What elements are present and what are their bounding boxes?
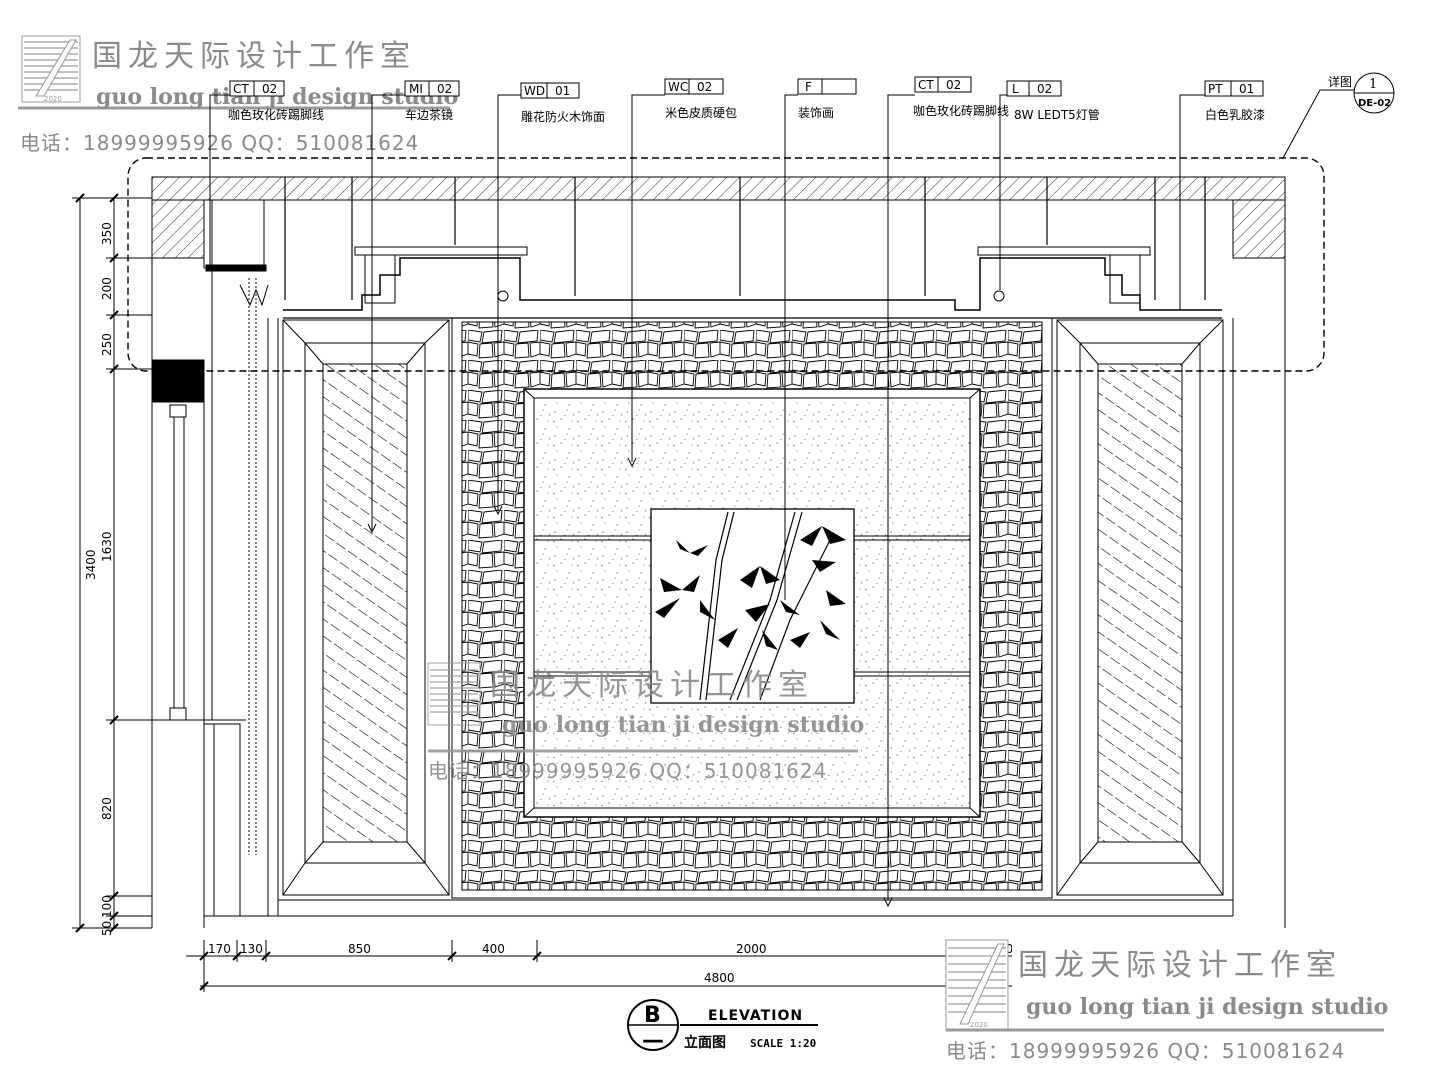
title-chinese: 立面图	[684, 1034, 726, 1051]
svg-text:02: 02	[946, 78, 961, 92]
tag-label: 装饰画	[798, 106, 834, 120]
svg-text:130: 130	[240, 942, 263, 956]
title-block: B — ELEVATION 立面图 SCALE 1:20	[627, 999, 818, 1053]
svg-text:02: 02	[697, 80, 712, 94]
vertical-dimension-labels: 3400 350 200 250 1630 820 100 50	[84, 222, 114, 936]
feature-wall	[204, 258, 1286, 928]
dim-total-width: 4800	[704, 971, 735, 985]
watermark-br-chinese: 国龙天际设计工作室	[1018, 948, 1342, 983]
ceiling-section	[127, 157, 1325, 372]
detail-callout: 详图 1 DE-02	[1282, 72, 1395, 159]
tag-wd-01: WD 01 雕花防火木饰面	[520, 82, 605, 124]
left-mirror-panel	[282, 319, 450, 896]
watermark-center-english: guo long tian ji design studio	[502, 712, 864, 738]
svg-text:CT: CT	[918, 78, 934, 92]
svg-text:01: 01	[1239, 82, 1254, 96]
svg-text:850: 850	[348, 942, 371, 956]
watermark-chinese: 国龙天际设计工作室	[92, 39, 416, 74]
svg-text:CT: CT	[233, 82, 249, 96]
watermark-phone: 电话：18999995926 QQ：510081624	[20, 131, 419, 155]
tag-l-02: L 02 8W LEDT5灯管	[1006, 80, 1100, 122]
watermark-center-chinese: 国龙天际设计工作室	[490, 668, 814, 703]
watermark-center: 国龙天际设计工作室 guo long tian ji design studio…	[427, 662, 864, 783]
svg-text:DE-02: DE-02	[1358, 98, 1391, 109]
svg-text:820: 820	[100, 797, 114, 820]
svg-text:1630: 1630	[100, 531, 114, 562]
watermark-br-english: guo long tian ji design studio	[1026, 994, 1388, 1020]
studio-logo: 2020	[21, 35, 81, 103]
svg-text:WC: WC	[668, 80, 688, 94]
svg-text:详图: 详图	[1328, 74, 1352, 89]
svg-text:100: 100	[100, 895, 114, 918]
svg-text:01: 01	[555, 84, 570, 98]
watermark-br-phone: 电话：18999995926 QQ：510081624	[946, 1039, 1345, 1063]
svg-text:PT: PT	[1208, 82, 1223, 96]
dim-total-height: 3400	[84, 549, 98, 580]
svg-text:250: 250	[100, 333, 114, 356]
svg-text:400: 400	[482, 942, 505, 956]
svg-text:2020: 2020	[44, 95, 62, 103]
tag-mi-02: MI 02 车边茶镜	[404, 80, 460, 122]
tag-label: 咖色玫化砖踢脚线	[913, 103, 1009, 118]
svg-text:02: 02	[437, 82, 452, 96]
svg-text:1: 1	[1369, 77, 1377, 92]
tag-label: 白色乳胶漆	[1205, 107, 1265, 122]
svg-text:200: 200	[100, 277, 114, 300]
tag-f: F 装饰画	[797, 78, 857, 120]
title-letter: B	[644, 1003, 661, 1028]
tag-pt-01: PT 01 白色乳胶漆	[1204, 80, 1265, 122]
bamboo-painting	[650, 508, 855, 704]
svg-text:MI: MI	[409, 82, 423, 96]
tag-label: 咖色玫化砖踢脚线	[228, 107, 324, 122]
tag-label: 8W LEDT5灯管	[1014, 107, 1100, 122]
vertical-dimensions	[72, 193, 152, 933]
tag-wc-02: WC 02 米色皮质硬包	[664, 78, 737, 120]
svg-text:2020: 2020	[970, 1021, 988, 1029]
title-scale: SCALE 1:20	[750, 1037, 816, 1050]
svg-text:L: L	[1012, 82, 1019, 96]
svg-text:WD: WD	[524, 84, 545, 98]
left-side-curtain	[151, 200, 279, 928]
title-dash: —	[642, 1028, 664, 1053]
right-mirror-panel	[1056, 319, 1224, 896]
svg-text:02: 02	[1037, 82, 1052, 96]
tag-label: 车边茶镜	[405, 107, 453, 122]
tag-ct-02-left: CT 02 咖色玫化砖踢脚线	[228, 80, 324, 122]
watermark-top-left: 2020 国龙天际设计工作室 guo long tian ji design s…	[18, 35, 458, 155]
svg-text:02: 02	[262, 82, 277, 96]
svg-text:170: 170	[208, 942, 231, 956]
svg-text:2000: 2000	[736, 942, 767, 956]
tag-label: 雕花防火木饰面	[521, 109, 605, 124]
title-elevation: ELEVATION	[708, 1008, 803, 1024]
watermark-center-phone: 电话：18999995926 QQ：510081624	[428, 759, 827, 783]
watermark-bottom-right: 2020 国龙天际设计工作室 guo long tian ji design s…	[944, 939, 1388, 1068]
svg-text:50: 50	[100, 921, 114, 936]
tag-ct-02-right: CT 02 咖色玫化砖踢脚线	[913, 76, 1009, 118]
tag-label: 米色皮质硬包	[665, 106, 737, 120]
material-leaders	[209, 94, 1205, 908]
svg-text:F: F	[805, 80, 812, 94]
svg-text:350: 350	[100, 222, 114, 245]
